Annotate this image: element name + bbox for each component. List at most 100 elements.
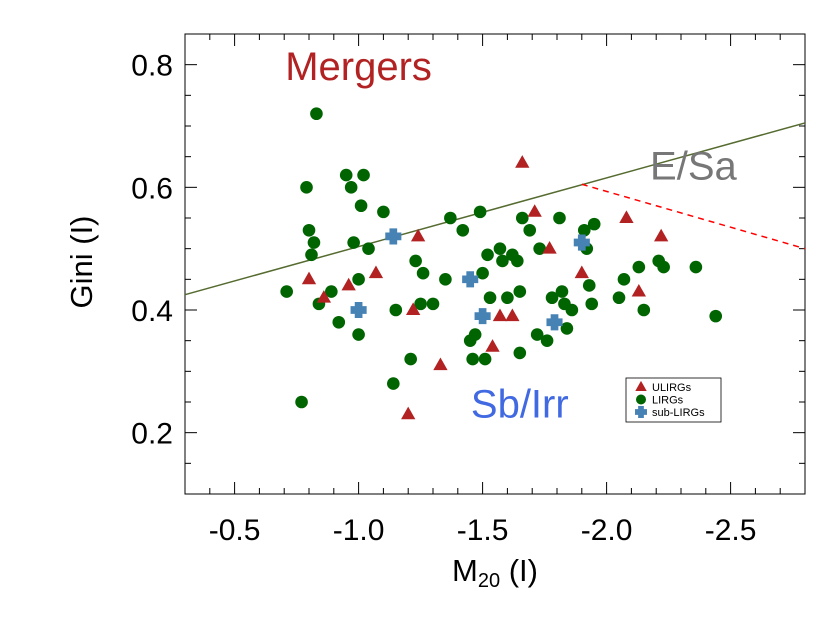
lirgs-point xyxy=(344,181,358,194)
lirgs-point xyxy=(553,211,566,225)
ulirgs-point xyxy=(405,302,421,315)
lirgs-point xyxy=(404,352,417,366)
lirgs-point xyxy=(302,223,316,237)
legend-lirgs-label: LIRGs xyxy=(652,395,684,407)
lirgs-point xyxy=(310,107,323,121)
x-tick-label: -2.5 xyxy=(705,514,757,547)
lirgs-point xyxy=(456,223,470,237)
lirgs-point xyxy=(300,181,313,194)
lirgs-point xyxy=(513,285,527,298)
ulirgs-point xyxy=(410,228,426,242)
ulirgs-point xyxy=(574,265,589,279)
ulirgs-point xyxy=(653,228,669,242)
x-axis-title-main: M xyxy=(452,553,478,588)
lirgs-point xyxy=(439,273,452,286)
legend-sub-lirgs-marker xyxy=(635,406,647,418)
sbirr-label: Sb/Irr xyxy=(471,382,569,426)
lirgs-point xyxy=(709,309,723,323)
ulirgs-point xyxy=(341,277,356,291)
y-tick-label: 0.2 xyxy=(131,418,173,451)
lirgs-point xyxy=(511,254,524,268)
mergers-label: Mergers xyxy=(285,45,432,89)
lirgs-point xyxy=(476,266,489,280)
ulirgs-point xyxy=(505,308,520,322)
lirgs-point xyxy=(354,199,368,213)
sub-lirgs-point xyxy=(462,271,479,288)
ulirgs-point xyxy=(485,339,500,352)
y-tick-label: 0.4 xyxy=(131,295,173,328)
lirgs-point xyxy=(352,328,365,341)
ulirgs-point xyxy=(401,406,416,420)
y-tick-label: 0.8 xyxy=(131,50,173,83)
lirgs-point xyxy=(444,211,457,225)
boundary-lines xyxy=(184,122,806,296)
lirgs-point xyxy=(540,334,554,347)
lirgs-point xyxy=(513,346,527,360)
x-tick-label: -1.0 xyxy=(333,514,385,547)
merger-boundary-line xyxy=(184,122,806,296)
lirgs-point xyxy=(577,223,591,237)
lirgs-point xyxy=(545,291,559,305)
axis-ticks xyxy=(184,34,805,495)
x-tick-label: -2.0 xyxy=(581,514,633,547)
legend-sub-lirgs-label: sub-LIRGs xyxy=(652,407,705,419)
lirgs-point xyxy=(612,291,626,305)
lirgs-point xyxy=(632,260,646,274)
sub-lirgs-point xyxy=(546,314,563,331)
lirgs-point xyxy=(473,205,487,219)
sub-lirgs-point xyxy=(350,301,367,319)
lirgs-point xyxy=(414,297,427,311)
ulirgs-point xyxy=(619,210,634,223)
x-axis-title-suffix: (I) xyxy=(500,553,538,588)
tick-labels: -0.5-1.0-1.5-2.0-2.50.20.40.60.8 xyxy=(131,50,756,547)
lirgs-point xyxy=(307,236,321,249)
ulirgs-point xyxy=(316,290,332,303)
sub-lirgs-point xyxy=(573,234,590,251)
ulirgs-point xyxy=(433,357,448,371)
lirgs-point xyxy=(377,205,390,219)
lirgs-point xyxy=(466,352,479,366)
ulirgs-point xyxy=(527,204,542,217)
legend-ulirgs-label: ULIRGs xyxy=(652,382,692,394)
lirgs-point xyxy=(352,273,365,286)
lirgs-point xyxy=(325,285,338,298)
esa-label: E/Sa xyxy=(650,144,737,188)
lirgs-point xyxy=(347,236,360,249)
lirgs-point xyxy=(481,248,494,262)
lirgs-point xyxy=(305,248,318,262)
lirgs-point xyxy=(582,279,596,292)
x-axis-title: M20 (I) xyxy=(452,553,538,592)
lirgs-point xyxy=(657,260,670,274)
legend-ulirgs-marker xyxy=(635,380,647,391)
y-axis-title: Gini (I) xyxy=(64,216,99,309)
sub-lirgs-point xyxy=(385,228,402,245)
lirgs-point xyxy=(409,254,422,268)
lirgs-point xyxy=(565,303,579,317)
lirgs-point xyxy=(637,303,651,317)
lirgs-point xyxy=(617,273,631,286)
lirgs-point xyxy=(387,377,400,390)
lirgs-point xyxy=(493,242,507,255)
lirgs-point xyxy=(295,395,308,409)
lirgs-point xyxy=(362,242,375,255)
legend-lirgs-marker xyxy=(636,394,646,405)
lirgs-point xyxy=(332,315,346,329)
lirgs-point xyxy=(389,303,403,317)
lirgs-point xyxy=(560,322,574,335)
plot-frame xyxy=(184,33,806,495)
ulirgs-point xyxy=(542,241,557,254)
lirgs-point xyxy=(478,352,492,366)
lirgs-point xyxy=(339,168,353,182)
lirgs-point xyxy=(530,328,544,341)
lirgs-point xyxy=(496,254,509,268)
esa-boundary-line xyxy=(581,183,806,250)
ulirgs-point xyxy=(492,308,508,322)
lirgs-point xyxy=(555,285,569,298)
ulirgs-point xyxy=(301,271,317,285)
x-axis-title-subscript: 20 xyxy=(478,570,500,592)
y-tick-label: 0.6 xyxy=(131,172,173,205)
ulirgs-point xyxy=(631,283,647,297)
lirgs-point xyxy=(689,260,703,274)
